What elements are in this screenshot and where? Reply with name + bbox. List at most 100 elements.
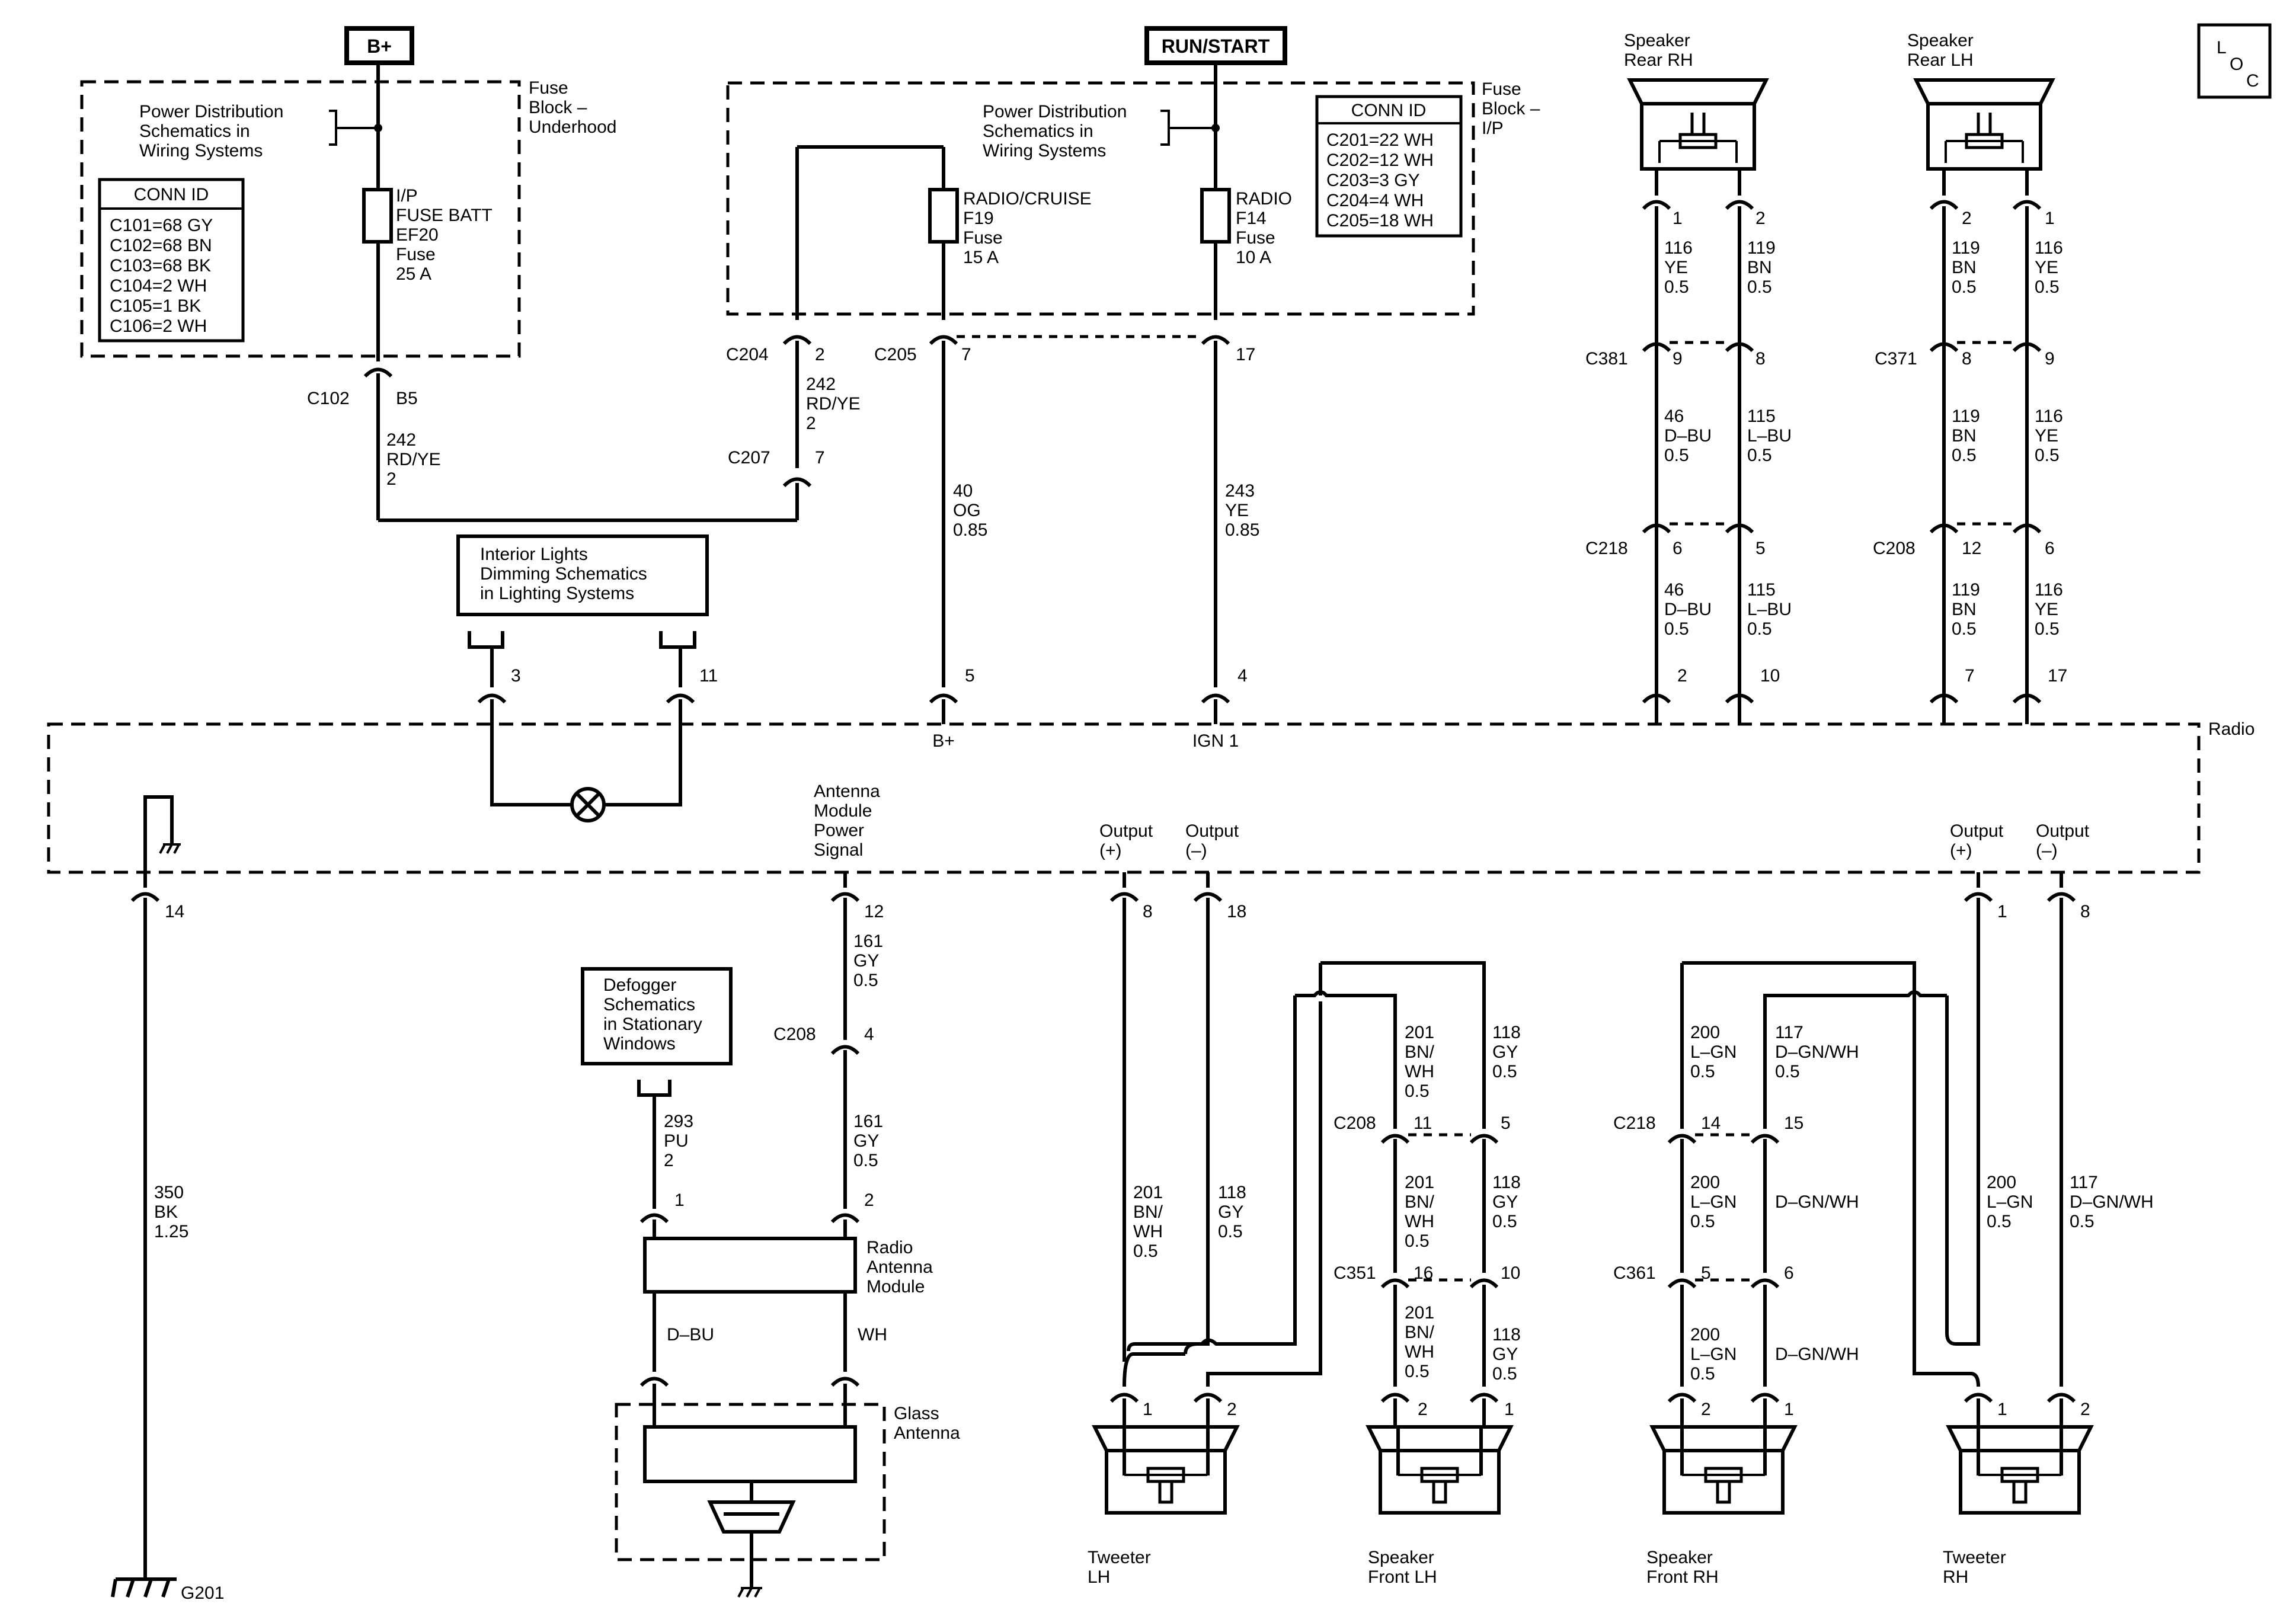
pin-tl-1: 1 (1143, 1400, 1153, 1419)
fuse-block-ip (726, 81, 1475, 316)
pin-fr-1: 1 (1784, 1400, 1794, 1419)
pin-8-lh: 8 (1143, 902, 1153, 921)
connector-c361: C361 (1613, 1263, 1656, 1283)
pin-am-1: 1 (674, 1190, 685, 1210)
pin-rr-2: 2 (1755, 209, 1766, 228)
bplus-header: B+ (367, 36, 392, 57)
radio-label: Radio (2208, 719, 2255, 739)
pin-17-radio: 17 (2048, 666, 2067, 686)
svg-text:O: O (2230, 55, 2243, 74)
glass-antenna-box (615, 1403, 886, 1561)
output-pos-lh-label: Output(+) (1099, 821, 1153, 860)
glass-antenna-element (643, 1425, 857, 1483)
fuse-radio-cruise (928, 188, 959, 244)
front-lh-wiring (1123, 898, 1499, 1387)
tweeter-lh-icon (1095, 1427, 1237, 1513)
pin-1-rh: 1 (1997, 902, 2007, 921)
pin-5-bplus: 5 (965, 666, 975, 686)
pin-fr-6: 6 (1784, 1263, 1794, 1283)
fuse-ip-batt (362, 188, 393, 244)
radio-bottom-pins (130, 872, 2076, 902)
connector-c205: C205 (874, 345, 917, 364)
wire-fr-dgnwh-c: D–GN/WH (1775, 1345, 1859, 1364)
pin-c205: 7 (961, 345, 971, 364)
pin-tr-1: 1 (1997, 1400, 2007, 1419)
defogger-ref (581, 967, 733, 1065)
pin-rl-6: 6 (2045, 539, 2055, 558)
ground-g201-icon (111, 1577, 177, 1598)
conn-id-table-ip (1315, 95, 1463, 238)
pin-fr-14: 14 (1701, 1113, 1721, 1133)
chassis-ground-icon (737, 1587, 762, 1598)
connector-c218-rear: C218 (1585, 539, 1628, 558)
output-neg-lh-label: Output(–) (1185, 821, 1239, 860)
loc-icon (2197, 23, 2272, 99)
connector-c208-fl: C208 (1334, 1113, 1376, 1133)
pin-fl-2: 2 (1418, 1400, 1428, 1419)
pin-rl-8: 8 (1962, 349, 1972, 369)
connector-c381: C381 (1585, 349, 1628, 369)
radio-pin-ign1: IGN 1 (1192, 731, 1239, 751)
interior-lights-ref (456, 534, 709, 616)
conn-id-table-underhood (98, 178, 245, 343)
connector-c371: C371 (1875, 349, 1917, 369)
ground-g201-label: G201 (181, 1583, 224, 1603)
pin-c208-antenna: 4 (864, 1025, 874, 1044)
radio-antenna-module (643, 1237, 857, 1294)
pin-rr-1: 1 (1673, 209, 1683, 228)
connector-c351: C351 (1334, 1263, 1376, 1283)
pin-4-ign: 4 (1237, 666, 1248, 686)
pin-rr-6: 6 (1673, 539, 1683, 558)
pin-7-radio: 7 (1965, 666, 1975, 686)
pin-fl-10: 10 (1501, 1263, 1520, 1283)
pin-3: 3 (511, 666, 521, 686)
pin-fl-11: 11 (1414, 1113, 1432, 1133)
speaker-front-lh-icon (1368, 1427, 1511, 1513)
conn-id-title-underhood: CONN ID (134, 185, 209, 204)
fuse-block-underhood (80, 80, 521, 358)
pin-fl-16: 16 (1414, 1263, 1433, 1283)
pin-rl-1: 1 (2045, 209, 2055, 228)
wire-fr-dgnwh-b: D–GN/WH (1775, 1192, 1859, 1212)
pin-fl-5: 5 (1501, 1113, 1511, 1133)
connector-c207: C207 (728, 448, 770, 468)
fuse-radio (1200, 188, 1231, 244)
front-rh-wiring (1667, 898, 2063, 1387)
pin-8-rh: 8 (2080, 902, 2090, 921)
output-pos-rh-label: Output(+) (1950, 821, 2004, 860)
pin-fr-2: 2 (1701, 1400, 1711, 1419)
pin-fr-15: 15 (1784, 1113, 1803, 1133)
